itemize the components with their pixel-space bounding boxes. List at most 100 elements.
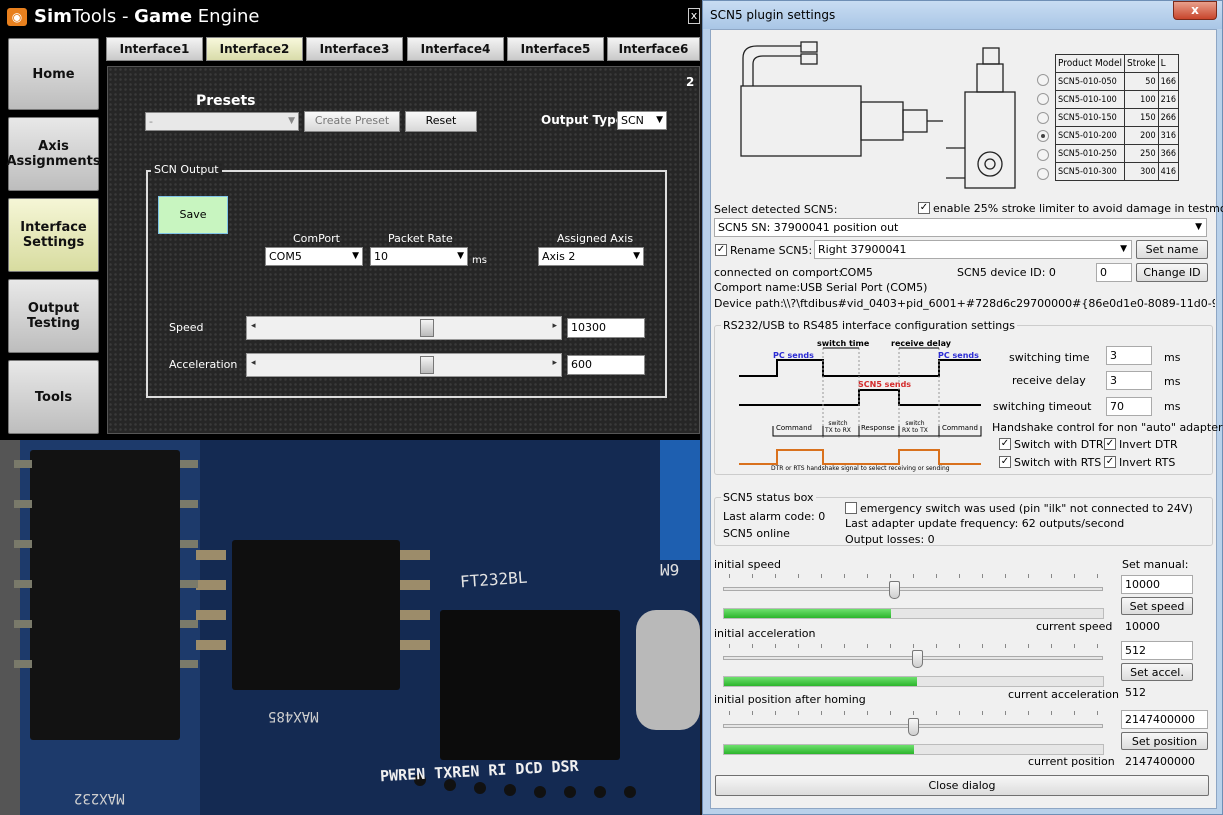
create-preset-button[interactable]: Create Preset <box>304 111 400 132</box>
select-detected-label: Select detected SCN5: <box>714 203 838 216</box>
speed-slider[interactable]: ◂▸ <box>246 316 562 340</box>
status-group-label: SCN5 status box <box>721 491 816 504</box>
receive-delay-input[interactable]: 3 <box>1106 371 1152 390</box>
model-radio-100[interactable] <box>1037 93 1049 105</box>
connected-label: connected on comport: <box>714 266 843 279</box>
speed-slider-thumb[interactable] <box>889 581 900 599</box>
invert-rts-checkbox[interactable]: ✓ <box>1104 456 1116 468</box>
switch-rts-checkbox[interactable]: ✓ <box>999 456 1011 468</box>
speed-manual-input[interactable]: 10000 <box>1121 575 1193 594</box>
initial-pos-label: initial position after homing <box>714 693 866 706</box>
comport-name-label: Comport name: <box>714 281 801 294</box>
tab-interface5[interactable]: Interface5 <box>507 37 604 61</box>
close-dialog-button[interactable]: Close dialog <box>715 775 1209 796</box>
set-speed-button[interactable]: Set speed <box>1121 597 1193 615</box>
current-accel-bar <box>723 676 1104 687</box>
set-accel-button[interactable]: Set accel. <box>1121 663 1193 681</box>
packet-rate-unit: ms <box>472 255 487 266</box>
invert-dtr-label: Invert DTR <box>1119 438 1178 451</box>
set-manual-label: Set manual: <box>1122 558 1189 571</box>
product-table-cell: 366 <box>1157 144 1180 163</box>
nav-output-testing-button[interactable]: Output Testing <box>8 279 99 353</box>
product-table-cell: 266 <box>1157 108 1180 127</box>
stroke-limiter-checkbox[interactable]: ✓ <box>918 202 930 214</box>
status-group: SCN5 status box <box>714 491 1213 546</box>
invert-rts-label: Invert RTS <box>1119 456 1176 469</box>
timing-scn5-sends: SCN5 sends <box>858 380 912 389</box>
tab-interface2[interactable]: Interface2 <box>206 37 303 61</box>
acceleration-slider-thumb[interactable] <box>420 356 434 374</box>
update-frequency: Last adapter update frequency: 62 output… <box>845 517 1125 530</box>
comport-label: ComPort <box>293 232 340 245</box>
close-icon[interactable]: x <box>688 8 700 24</box>
reset-button[interactable]: Reset <box>405 111 477 132</box>
tab-interface3[interactable]: Interface3 <box>306 37 403 61</box>
switch-dtr-checkbox[interactable]: ✓ <box>999 438 1011 450</box>
model-radio-250[interactable] <box>1037 149 1049 161</box>
tab-interface1[interactable]: Interface1 <box>106 37 203 61</box>
set-name-button[interactable]: Set name <box>1136 240 1208 259</box>
set-position-button[interactable]: Set position <box>1121 732 1208 750</box>
acceleration-value-input[interactable]: 600 <box>567 355 645 375</box>
preset-dropdown[interactable]: -▼ <box>145 112 299 131</box>
speed-slider-track[interactable] <box>723 587 1103 591</box>
detected-scn5-dropdown[interactable]: SCN5 SN: 37900041 position out▼ <box>714 218 1207 237</box>
circuit-board-photo: FT232BL MAX485 MAX232 PWREN TXREN RI DCD… <box>0 440 700 815</box>
nav-interface-settings-button[interactable]: Interface Settings <box>8 198 99 272</box>
rename-dropdown[interactable]: Right 37900041▼ <box>814 240 1132 259</box>
product-table-cell: 50 <box>1124 72 1159 91</box>
save-button[interactable]: Save <box>158 196 228 234</box>
emergency-checkbox[interactable] <box>845 502 857 514</box>
switching-timeout-input[interactable]: 70 <box>1106 397 1152 416</box>
speed-value-input[interactable]: 10300 <box>567 318 645 338</box>
tab-interface4[interactable]: Interface4 <box>407 37 504 61</box>
dialog-title: SCN5 plugin settings <box>710 8 836 22</box>
scn5-online-status: SCN5 online <box>723 527 790 540</box>
comport-dropdown[interactable]: COM5▼ <box>265 247 363 266</box>
scn-output-label: SCN Output <box>151 163 222 176</box>
nav-tools-button[interactable]: Tools <box>8 360 99 434</box>
product-table-header-cell: Product Model <box>1055 54 1125 73</box>
pos-slider-thumb[interactable] <box>908 718 919 736</box>
change-id-button[interactable]: Change ID <box>1136 263 1208 282</box>
current-speed-label: current speed <box>1036 620 1113 633</box>
rename-checkbox[interactable]: ✓ <box>715 244 727 256</box>
model-radio-150[interactable] <box>1037 112 1049 124</box>
acceleration-label: Acceleration <box>169 358 238 371</box>
model-radio-050[interactable] <box>1037 74 1049 86</box>
rs232-group: RS232/USB to RS485 interface configurati… <box>714 319 1213 475</box>
nav-axis-assignments-button[interactable]: Axis Assignments <box>6 117 101 191</box>
switch-rts-label: Switch with RTS <box>1014 456 1102 469</box>
output-losses: Output losses: 0 <box>845 533 935 546</box>
nav-home-button[interactable]: Home <box>8 38 99 110</box>
edge-label: 6M <box>660 560 680 579</box>
simtools-titlebar: ◉ SimTools - Game Engine x <box>0 0 700 34</box>
switching-time-input[interactable]: 3 <box>1106 346 1152 365</box>
tab-interface6[interactable]: Interface6 <box>607 37 700 61</box>
product-table-cell: 250 <box>1124 144 1159 163</box>
model-radio-200[interactable] <box>1037 130 1049 142</box>
packet-rate-dropdown[interactable]: 10▼ <box>370 247 468 266</box>
invert-dtr-checkbox[interactable]: ✓ <box>1104 438 1116 450</box>
speed-slider-thumb[interactable] <box>420 319 434 337</box>
dialog-close-icon[interactable]: x <box>1173 1 1217 20</box>
timing-command-2: Command <box>942 424 978 432</box>
current-pos-value: 2147400000 <box>1125 755 1195 768</box>
device-id-input[interactable]: 0 <box>1096 263 1132 282</box>
speed-label: Speed <box>169 321 204 334</box>
position-manual-input[interactable]: 2147400000 <box>1121 710 1208 729</box>
assigned-axis-label: Assigned Axis <box>557 232 634 245</box>
last-alarm-code: Last alarm code: 0 <box>723 510 826 523</box>
output-type-dropdown[interactable]: SCN▼ <box>617 111 667 130</box>
accel-slider-thumb[interactable] <box>912 650 923 668</box>
assigned-axis-dropdown[interactable]: Axis 2▼ <box>538 247 644 266</box>
timing-switch-time: switch time <box>817 339 870 348</box>
model-radio-300[interactable] <box>1037 168 1049 180</box>
chip-label-max232: MAX232 <box>74 790 125 806</box>
timing-response: Response <box>861 424 895 432</box>
accel-manual-input[interactable]: 512 <box>1121 641 1193 660</box>
acceleration-slider[interactable]: ◂▸ <box>246 353 562 377</box>
